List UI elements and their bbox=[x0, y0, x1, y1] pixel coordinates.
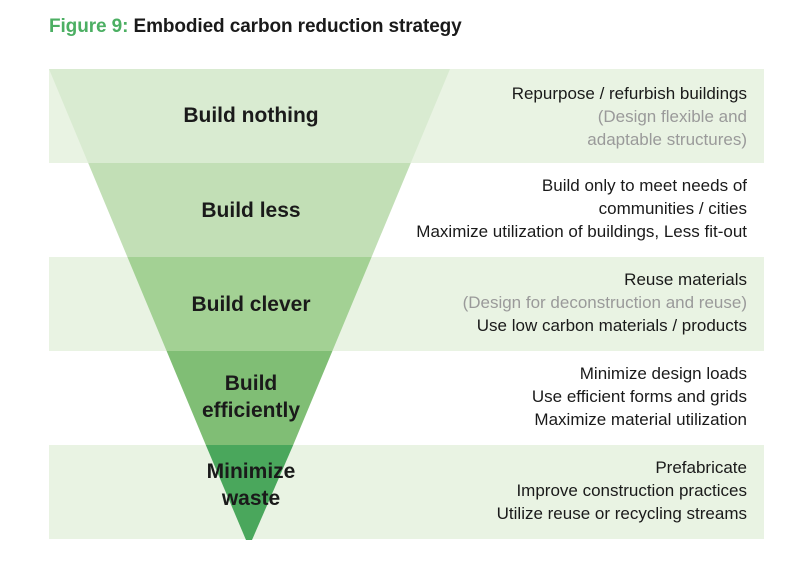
description-line: adaptable structures) bbox=[587, 130, 747, 149]
description-build-clever: Reuse materials (Design for deconstructi… bbox=[463, 268, 747, 337]
description-line: Build only to meet needs of bbox=[541, 176, 747, 195]
description-line: communities / cities bbox=[598, 199, 747, 218]
level-label-line: efficiently bbox=[201, 399, 301, 422]
funnel-level-build-clever bbox=[127, 257, 372, 351]
level-label-line: Build clever bbox=[191, 293, 311, 316]
description-line: Improve construction practices bbox=[516, 481, 747, 500]
description-build-less: Build only to meet needs of communities … bbox=[416, 174, 747, 243]
level-label-line: Minimize bbox=[206, 460, 296, 483]
description-line: (Design flexible and bbox=[597, 107, 747, 126]
description-build-efficiently: Minimize design loads Use efficient form… bbox=[532, 362, 747, 431]
description-build-nothing: Repurpose / refurbish buildings (Design … bbox=[512, 82, 747, 151]
row-band-build-efficiently bbox=[49, 351, 764, 445]
description-line: Use efficient forms and grids bbox=[531, 387, 747, 406]
funnel-level-minimize-waste bbox=[205, 445, 294, 540]
level-label-build-nothing: Build nothing bbox=[150, 102, 352, 129]
description-minimize-waste: Prefabricate Improve construction practi… bbox=[497, 456, 747, 525]
funnel-level-build-efficiently bbox=[166, 351, 333, 445]
description-line: Repurpose / refurbish buildings bbox=[511, 84, 747, 103]
row-band-minimize-waste bbox=[49, 445, 764, 539]
funnel-level-build-less bbox=[88, 163, 411, 257]
description-line: Utilize reuse or recycling streams bbox=[496, 504, 747, 523]
figure-number: Figure 9: bbox=[49, 16, 129, 37]
level-label-line: Build bbox=[224, 372, 278, 395]
description-line: Use low carbon materials / products bbox=[476, 316, 747, 335]
description-line: Maximize material utilization bbox=[534, 410, 747, 429]
figure-title-text: Embodied carbon reduction strategy bbox=[133, 16, 462, 37]
description-line: Reuse materials bbox=[624, 270, 747, 289]
figure-title: Figure 9: Embodied carbon reduction stra… bbox=[49, 16, 462, 38]
funnel-level-build-nothing bbox=[49, 69, 450, 163]
level-label-line: Build nothing bbox=[183, 104, 319, 127]
level-label-build-efficiently: Build efficiently bbox=[150, 370, 352, 424]
description-line: Minimize design loads bbox=[579, 364, 747, 383]
level-label-line: Build less bbox=[201, 199, 301, 222]
level-label-build-less: Build less bbox=[150, 197, 352, 224]
description-line: Maximize utilization of buildings, Less … bbox=[416, 222, 747, 241]
description-line: Prefabricate bbox=[655, 458, 747, 477]
level-label-minimize-waste: Minimize waste bbox=[150, 458, 352, 512]
description-line: (Design for deconstruction and reuse) bbox=[462, 293, 747, 312]
level-label-build-clever: Build clever bbox=[150, 291, 352, 318]
level-label-line: waste bbox=[221, 487, 281, 510]
